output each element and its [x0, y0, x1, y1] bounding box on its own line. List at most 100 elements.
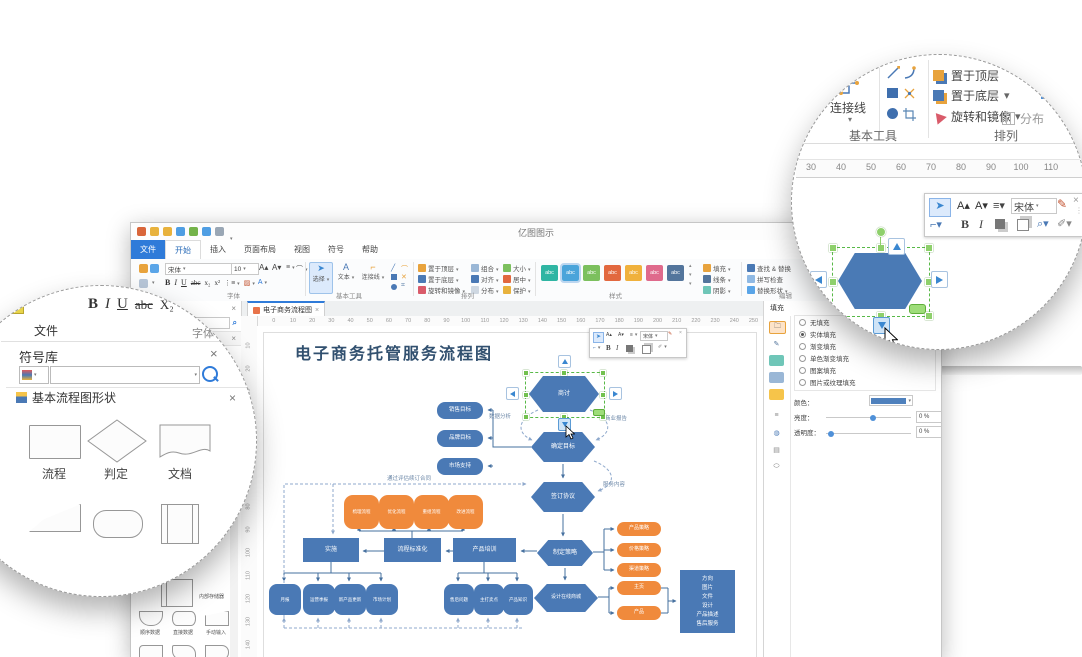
arc-shape-icon[interactable]: ⌒ [401, 266, 408, 273]
brush-icon[interactable]: ✎ [668, 331, 673, 337]
autoconnect-right-button[interactable] [931, 271, 948, 288]
list-icon[interactable]: ⋮≡ [224, 279, 240, 287]
section-header-zoom[interactable]: 基本流程图形状 [16, 390, 236, 405]
copy-style-icon[interactable] [1017, 219, 1029, 231]
library-picker-button[interactable] [19, 366, 49, 384]
fill-tool-icon[interactable]: 🗀 [769, 321, 786, 334]
flow-node-sign-agreement[interactable]: 签订协议 [531, 482, 595, 512]
list-tool-icon[interactable]: ≡ [774, 412, 779, 419]
selection-handle[interactable] [561, 370, 567, 376]
flow-node-market-plan[interactable]: 市场计划 [366, 584, 398, 615]
fill-option-gradient[interactable]: 渐变填充 [795, 340, 935, 352]
floating-toolbar[interactable]: ➤ A▴ A▾ ≡ 宋体 ✎ ⌐ B I ✐ [589, 328, 687, 358]
shadow-button[interactable]: 阴影 [703, 284, 731, 295]
subscript-button[interactable]: x₂ [204, 278, 211, 287]
font-family-select[interactable]: 宋体 [640, 331, 668, 341]
flow-node-detail-box[interactable]: 方向图片文件设计产品描述售后服务 [680, 570, 735, 633]
protect-button[interactable]: 保护 [503, 284, 531, 295]
crop-icon[interactable]: ⌗ [401, 282, 405, 289]
flow-node-standardize[interactable]: 流程标准化 [384, 538, 441, 562]
color-swatch-dropdown[interactable] [869, 395, 913, 406]
flow-node-discuss[interactable]: 商讨 [529, 376, 599, 412]
tab-page-layout[interactable]: 页面布局 [244, 245, 276, 254]
drawing-canvas[interactable]: 电子商务托管服务流程图 [257, 326, 763, 657]
fill-option-solid[interactable]: 实体填充 [795, 328, 935, 340]
flow-node-selling-points[interactable]: 主打卖点 [474, 584, 504, 615]
swatch-up-icon[interactable]: ▴ [689, 263, 692, 269]
subscript-button[interactable]: X₂ [159, 296, 174, 312]
style-swatch[interactable]: abc [646, 265, 663, 281]
connector-tool-label[interactable]: 连接线 [830, 101, 867, 115]
increase-font-icon[interactable]: A▴ [606, 332, 612, 338]
close-library-icon[interactable] [210, 346, 218, 361]
autoconnect-left-button[interactable] [506, 387, 519, 400]
partial-align-icon[interactable] [1041, 88, 1054, 99]
tab-home[interactable]: 开始 [165, 240, 201, 259]
underline-button[interactable]: U [117, 296, 128, 312]
stored-data-shape[interactable] [139, 611, 163, 626]
file-button[interactable]: 文件 [34, 324, 59, 338]
line-tool-icon[interactable]: ✎ [773, 340, 780, 348]
swatch-down-icon[interactable]: ▾ [689, 272, 692, 278]
flow-node-process-4[interactable]: 改进流程 [448, 495, 483, 529]
picture-tool-icon[interactable] [769, 372, 784, 383]
preview-icon[interactable] [215, 227, 224, 236]
italic-button[interactable]: I [979, 217, 983, 231]
rotate-mirror-button[interactable]: 旋转和镜像▾ [931, 108, 1021, 125]
spellcheck-button[interactable]: 拼写检查 [747, 273, 783, 284]
floating-toolbar-zoom[interactable]: ➤ A▴ A▾ ≡▾ 宋体 ✎ ⋮ ⌐▾ B I ⌕▾ ✐▾ [924, 193, 1082, 237]
connector-icon[interactable]: ⌐ [593, 345, 600, 351]
fill-option-pattern[interactable]: 图案填充 [795, 364, 935, 376]
selection-handle[interactable] [829, 244, 837, 252]
flow-node-monthly-report[interactable]: 月报 [269, 584, 301, 615]
text-tool-button[interactable]: A 文本 [335, 262, 357, 292]
flow-node-product[interactable]: 产品 [617, 606, 661, 620]
process-shape[interactable] [29, 425, 81, 459]
selected-hexagon-shape[interactable] [838, 253, 922, 309]
align-button[interactable]: 对齐 [471, 273, 499, 284]
slider-thumb[interactable] [828, 430, 834, 437]
copy-style-icon[interactable] [642, 345, 651, 354]
flow-node-implement[interactable]: 实施 [303, 538, 359, 562]
highlight-icon[interactable]: ▨ [244, 279, 255, 287]
flow-node-process-3[interactable]: 重组流程 [414, 495, 449, 529]
connector-tool-button[interactable]: ⌐ 连接线 [359, 262, 387, 292]
crop-icon[interactable] [903, 108, 916, 121]
library-search-input[interactable] [50, 366, 200, 384]
fill-option-texture[interactable]: 图片或纹理填充 [795, 376, 935, 388]
new-icon[interactable] [137, 227, 146, 236]
autoconnect-up-button[interactable] [888, 238, 905, 255]
find-icon[interactable]: ⌕▾ [1037, 218, 1049, 230]
layers-tool-icon[interactable] [769, 389, 784, 400]
close-icon[interactable] [1073, 195, 1079, 206]
align-icon[interactable]: ≡▾ [993, 200, 1005, 212]
line-button[interactable]: 线条 [703, 273, 731, 284]
bring-to-front-button[interactable]: 置于顶层 [418, 262, 459, 273]
flow-node-ops-report[interactable]: 运营季报 [303, 584, 335, 615]
shadow-icon[interactable] [995, 219, 1005, 229]
manual-input-shape[interactable] [205, 611, 229, 626]
selection-handle[interactable] [877, 244, 885, 252]
theme-icon[interactable] [9, 299, 24, 314]
distribute-button[interactable]: 分布 [471, 284, 499, 295]
pen-icon[interactable]: ✐▾ [1057, 218, 1072, 230]
flow-node-design-mall[interactable]: 设计在线商城 [534, 584, 598, 612]
selection-handle[interactable] [600, 392, 606, 398]
selection-handle[interactable] [925, 244, 933, 252]
increase-font-icon[interactable]: A▴ [259, 263, 269, 272]
strikethrough-button[interactable]: abc [190, 278, 201, 287]
flow-node-product-strategy[interactable]: 产品策略 [617, 522, 661, 536]
tab-symbols[interactable]: 符号 [328, 245, 344, 254]
align-icon[interactable]: ≡ [630, 332, 637, 338]
font-size-select[interactable]: 10 [231, 263, 259, 275]
flow-node-process-2[interactable]: 优化流程 [379, 495, 414, 529]
search-icon[interactable]: ⌕ [232, 318, 237, 327]
internal-storage-shape[interactable] [161, 579, 193, 607]
decrease-font-icon[interactable]: A▾ [272, 263, 282, 272]
globe-tool-icon[interactable]: ◍ [773, 429, 780, 437]
cursor-tool-icon[interactable]: ➤ [929, 198, 951, 217]
line-shape-icon[interactable] [887, 66, 900, 79]
close-library-icon[interactable] [231, 304, 236, 313]
fill-option-none[interactable]: 无填充 [795, 316, 935, 328]
undo-icon[interactable] [150, 227, 159, 236]
